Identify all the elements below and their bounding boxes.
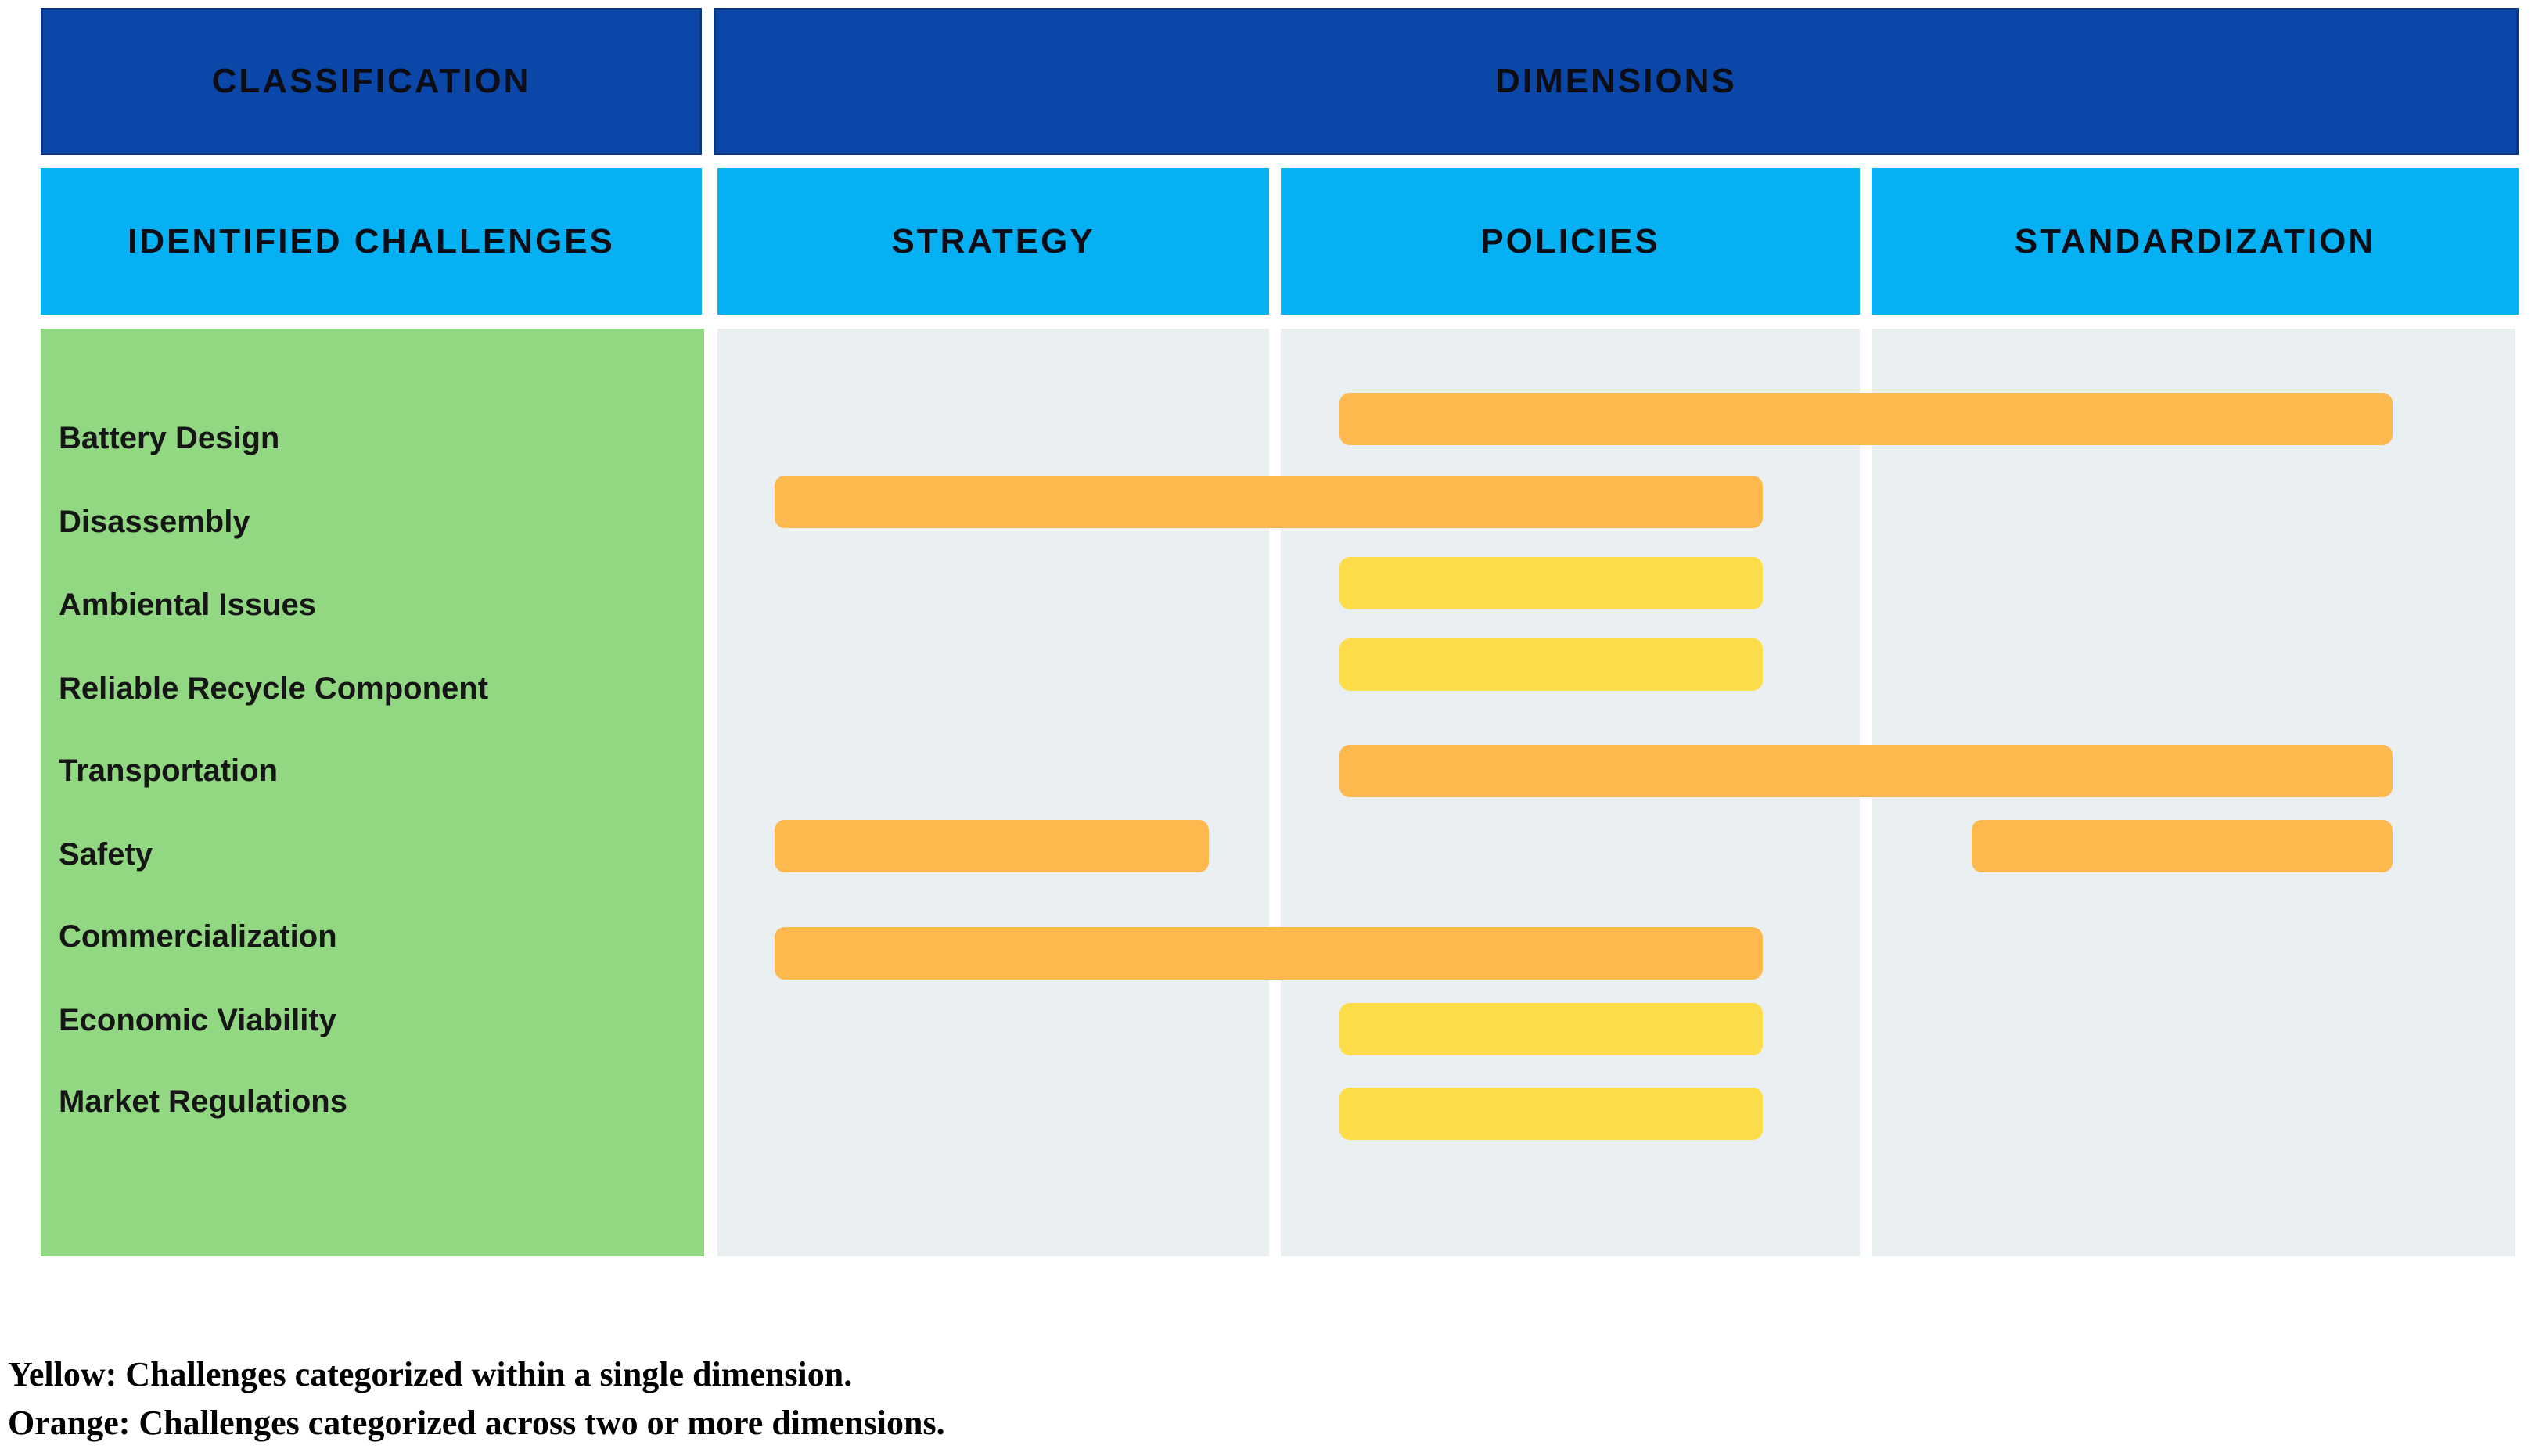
- challenge-label-ambiental-issues: Ambiental Issues: [59, 588, 317, 622]
- standardization-header-label: STANDARDIZATION: [2014, 221, 2376, 261]
- challenge-label-reliable-recycle-component: Reliable Recycle Component: [59, 671, 489, 706]
- challenge-label-disassembly: Disassembly: [59, 505, 250, 539]
- challenge-label-battery-design: Battery Design: [59, 421, 280, 455]
- classification-header-label: CLASSIFICATION: [211, 62, 531, 100]
- identified-challenges-header-label: IDENTIFIED CHALLENGES: [128, 221, 615, 261]
- yellow-bar-economic-viability: [1339, 1002, 1763, 1055]
- orange-bar-commercialization: [775, 926, 1763, 980]
- yellow-bar-reliable-recycle-component: [1339, 638, 1763, 691]
- challenge-label-commercialization: Commercialization: [59, 919, 337, 954]
- strategy-column-background: [717, 329, 1269, 1256]
- strategy-header-label: STRATEGY: [891, 221, 1095, 261]
- orange-bar-battery-design: [1339, 392, 2393, 445]
- dimensions-header: DIMENSIONS: [714, 8, 2519, 155]
- challenge-label-market-regulations: Market Regulations: [59, 1084, 347, 1119]
- yellow-bar-market-regulations: [1339, 1087, 1763, 1140]
- legend-yellow-note: Yellow: Challenges categorized within a …: [8, 1355, 853, 1393]
- orange-bar-safety: [1972, 819, 2393, 872]
- identified-challenges-header: IDENTIFIED CHALLENGES: [41, 168, 702, 315]
- orange-bar-disassembly: [775, 475, 1763, 528]
- column-header-strategy: STRATEGY: [717, 168, 1269, 315]
- orange-bar-transportation: [1339, 744, 2393, 797]
- challenges-column-background: [41, 329, 704, 1256]
- column-header-standardization: STANDARDIZATION: [1872, 168, 2519, 315]
- challenge-label-transportation: Transportation: [59, 753, 279, 788]
- column-header-policies: POLICIES: [1281, 168, 1860, 315]
- yellow-bar-ambiental-issues: [1339, 556, 1763, 609]
- orange-bar-safety: [775, 819, 1209, 872]
- dimensions-header-label: DIMENSIONS: [1495, 62, 1737, 100]
- legend: Yellow: Challenges categorized within a …: [8, 1350, 945, 1447]
- challenge-label-safety: Safety: [59, 837, 153, 872]
- challenge-label-economic-viability: Economic Viability: [59, 1003, 336, 1037]
- classification-header: CLASSIFICATION: [41, 8, 702, 155]
- legend-orange-note: Orange: Challenges categorized across tw…: [8, 1404, 945, 1442]
- policies-header-label: POLICIES: [1480, 221, 1660, 261]
